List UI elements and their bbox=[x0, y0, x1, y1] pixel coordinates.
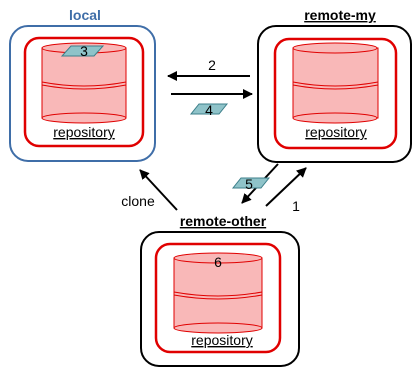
remote-other-repository-frame bbox=[154, 242, 282, 354]
arrow-2-label: 2 bbox=[208, 57, 216, 73]
clone-arrow-remote-other-to-local bbox=[139, 169, 178, 211]
local-repository-cylinder bbox=[41, 42, 127, 124]
remote-other-repository-cylinder bbox=[173, 252, 263, 334]
clone-label: clone bbox=[121, 193, 155, 209]
local-patch-icon bbox=[60, 45, 105, 57]
remote-other-marker: 6 bbox=[214, 254, 222, 270]
arrow-5-patch-icon bbox=[231, 177, 271, 189]
remote-other-title: remote-other bbox=[180, 213, 267, 229]
arrow-4-label: 4 bbox=[205, 102, 213, 118]
local-repository-label: repository bbox=[53, 124, 114, 140]
arrow-1-remote-other-to-remote-my bbox=[265, 167, 307, 207]
local-node: local 3 repository bbox=[9, 7, 156, 162]
remote-my-border bbox=[257, 25, 412, 163]
arrow-1-label: 1 bbox=[292, 198, 300, 214]
arrow-5-label: 5 bbox=[245, 176, 253, 192]
remote-other-repository-label: repository bbox=[191, 332, 252, 348]
remote-my-repository-frame bbox=[273, 37, 398, 150]
local-marker: 3 bbox=[80, 43, 88, 59]
local-title: local bbox=[69, 7, 101, 23]
remote-other-node: remote-other 6 repository bbox=[140, 213, 300, 367]
remote-my-title: remote-my bbox=[304, 7, 376, 23]
local-border bbox=[9, 25, 156, 162]
remote-my-repository-label: repository bbox=[305, 124, 366, 140]
local-repository-frame bbox=[23, 36, 145, 148]
remote-other-border bbox=[140, 231, 300, 367]
remote-my-node: remote-my repository bbox=[257, 7, 412, 163]
arrow-4-patch-icon bbox=[189, 103, 229, 115]
remote-my-repository-cylinder bbox=[292, 42, 379, 124]
